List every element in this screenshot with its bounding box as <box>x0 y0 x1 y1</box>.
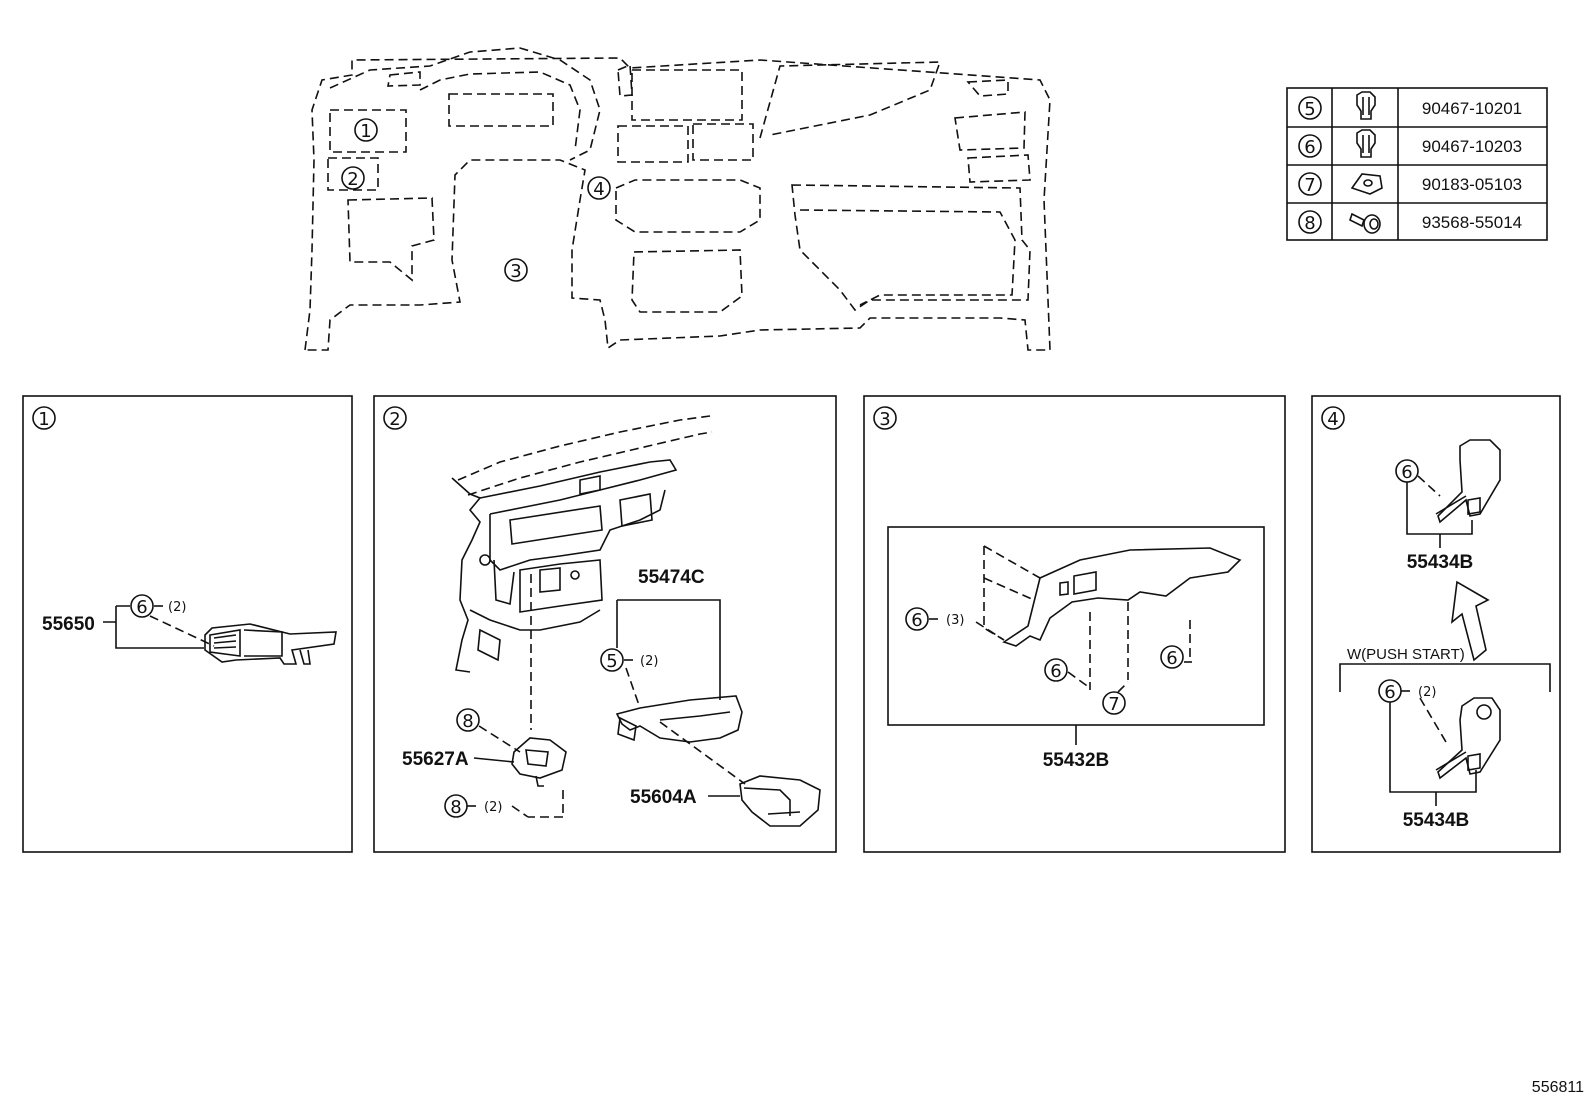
panel-3-callout-7: 7 <box>1108 694 1119 715</box>
lower-panel-part <box>1002 547 1242 647</box>
fastener-table: 5 90467-10201 6 90467-10203 7 90183-0510… <box>1286 87 1548 241</box>
side-panel-part-top <box>1435 439 1501 524</box>
part-label-55434B-bottom: 55434B <box>1403 810 1470 831</box>
clip-icon <box>1356 129 1376 158</box>
panel-4-callout-6a: 6 <box>1401 462 1412 483</box>
table-callout-8 <box>1298 210 1322 234</box>
panel-4-qty: (2) <box>1418 685 1436 700</box>
table-callout-8-text: 8 <box>1304 213 1315 234</box>
panel-3-qty: (3) <box>946 613 964 628</box>
image-id: 556811 <box>1532 1079 1584 1096</box>
panel-3-callout-6c: 6 <box>1166 648 1177 669</box>
screw-icon <box>1349 212 1381 234</box>
part-label-55627A: 55627A <box>402 749 469 770</box>
panel-2-callout-5: 5 <box>606 651 617 672</box>
air-vent-part <box>204 623 337 665</box>
table-callout-5 <box>1298 96 1322 120</box>
overview-callout-1 <box>354 118 378 142</box>
panel-1-callout-6: 6 <box>136 597 147 618</box>
part-label-55474C: 55474C <box>638 567 705 588</box>
table-callout-6-text: 6 <box>1304 137 1315 158</box>
panel-4-callout-6b: 6 <box>1384 682 1395 703</box>
overview-callout-3-text: 3 <box>510 261 521 282</box>
panel-3-callout <box>873 406 897 430</box>
panel-1-callout-text: 1 <box>38 409 49 430</box>
table-part-90183-05103: 90183-05103 <box>1422 175 1522 194</box>
panel-2-qty-5: (2) <box>640 654 658 669</box>
panel-4-callout-text: 4 <box>1327 409 1338 430</box>
arrow-icon <box>1450 580 1490 662</box>
table-callout-7-text: 7 <box>1304 175 1315 196</box>
table-callout-5-text: 5 <box>1304 99 1315 120</box>
part-label-55650: 55650 <box>42 614 95 635</box>
dashboard-overview: 1 2 3 4 <box>304 47 1051 351</box>
overview-callout-4 <box>587 176 611 200</box>
panel-4-callout <box>1321 406 1345 430</box>
push-start-note: W(PUSH START) <box>1347 646 1465 663</box>
panel-3-callout-text: 3 <box>879 409 890 430</box>
cover-part <box>739 775 821 827</box>
panel-3-callout-6b: 6 <box>1050 661 1061 682</box>
table-part-93568-55014: 93568-55014 <box>1422 213 1522 232</box>
panel-4: 4 6 55434B W(PUSH START) 6 (2) 55434B <box>1311 395 1561 853</box>
table-callout-7 <box>1298 172 1322 196</box>
panel-1-callout <box>32 406 56 430</box>
panel-2-callout-8b: 8 <box>450 797 461 818</box>
part-label-55434B-top: 55434B <box>1407 552 1474 573</box>
overview-callout-4-text: 4 <box>593 179 604 200</box>
panel-1: 1 55650 6 (2) <box>22 395 353 853</box>
table-part-90467-10201: 90467-10201 <box>1422 99 1522 118</box>
side-panel-part-bottom <box>1435 697 1501 780</box>
clip-icon <box>1356 91 1376 120</box>
panel-1-qty: (2) <box>168 600 186 615</box>
table-callout-6 <box>1298 134 1322 158</box>
part-label-55432B: 55432B <box>1043 750 1110 771</box>
overview-callout-2-text: 2 <box>347 169 358 190</box>
nut-icon <box>1350 173 1383 195</box>
panel-2: 2 55474C 5 (2) <box>373 395 837 853</box>
overview-callout-1-text: 1 <box>360 121 371 142</box>
panel-2-qty-8: (2) <box>484 800 502 815</box>
panel-2-callout-8a: 8 <box>462 711 473 732</box>
trim-panel-part <box>615 695 743 743</box>
bracket-part <box>511 737 567 787</box>
overview-callout-2 <box>341 166 365 190</box>
dashboard-perspective <box>451 415 713 673</box>
panel-3: 3 55432B 6 (3) 6 7 6 <box>863 395 1286 853</box>
part-label-55604A: 55604A <box>630 787 697 808</box>
table-part-90467-10203: 90467-10203 <box>1422 137 1522 156</box>
panel-3-callout-6a: 6 <box>911 610 922 631</box>
overview-callout-3 <box>504 258 528 282</box>
panel-2-callout-text: 2 <box>389 409 400 430</box>
panel-2-callout <box>383 406 407 430</box>
